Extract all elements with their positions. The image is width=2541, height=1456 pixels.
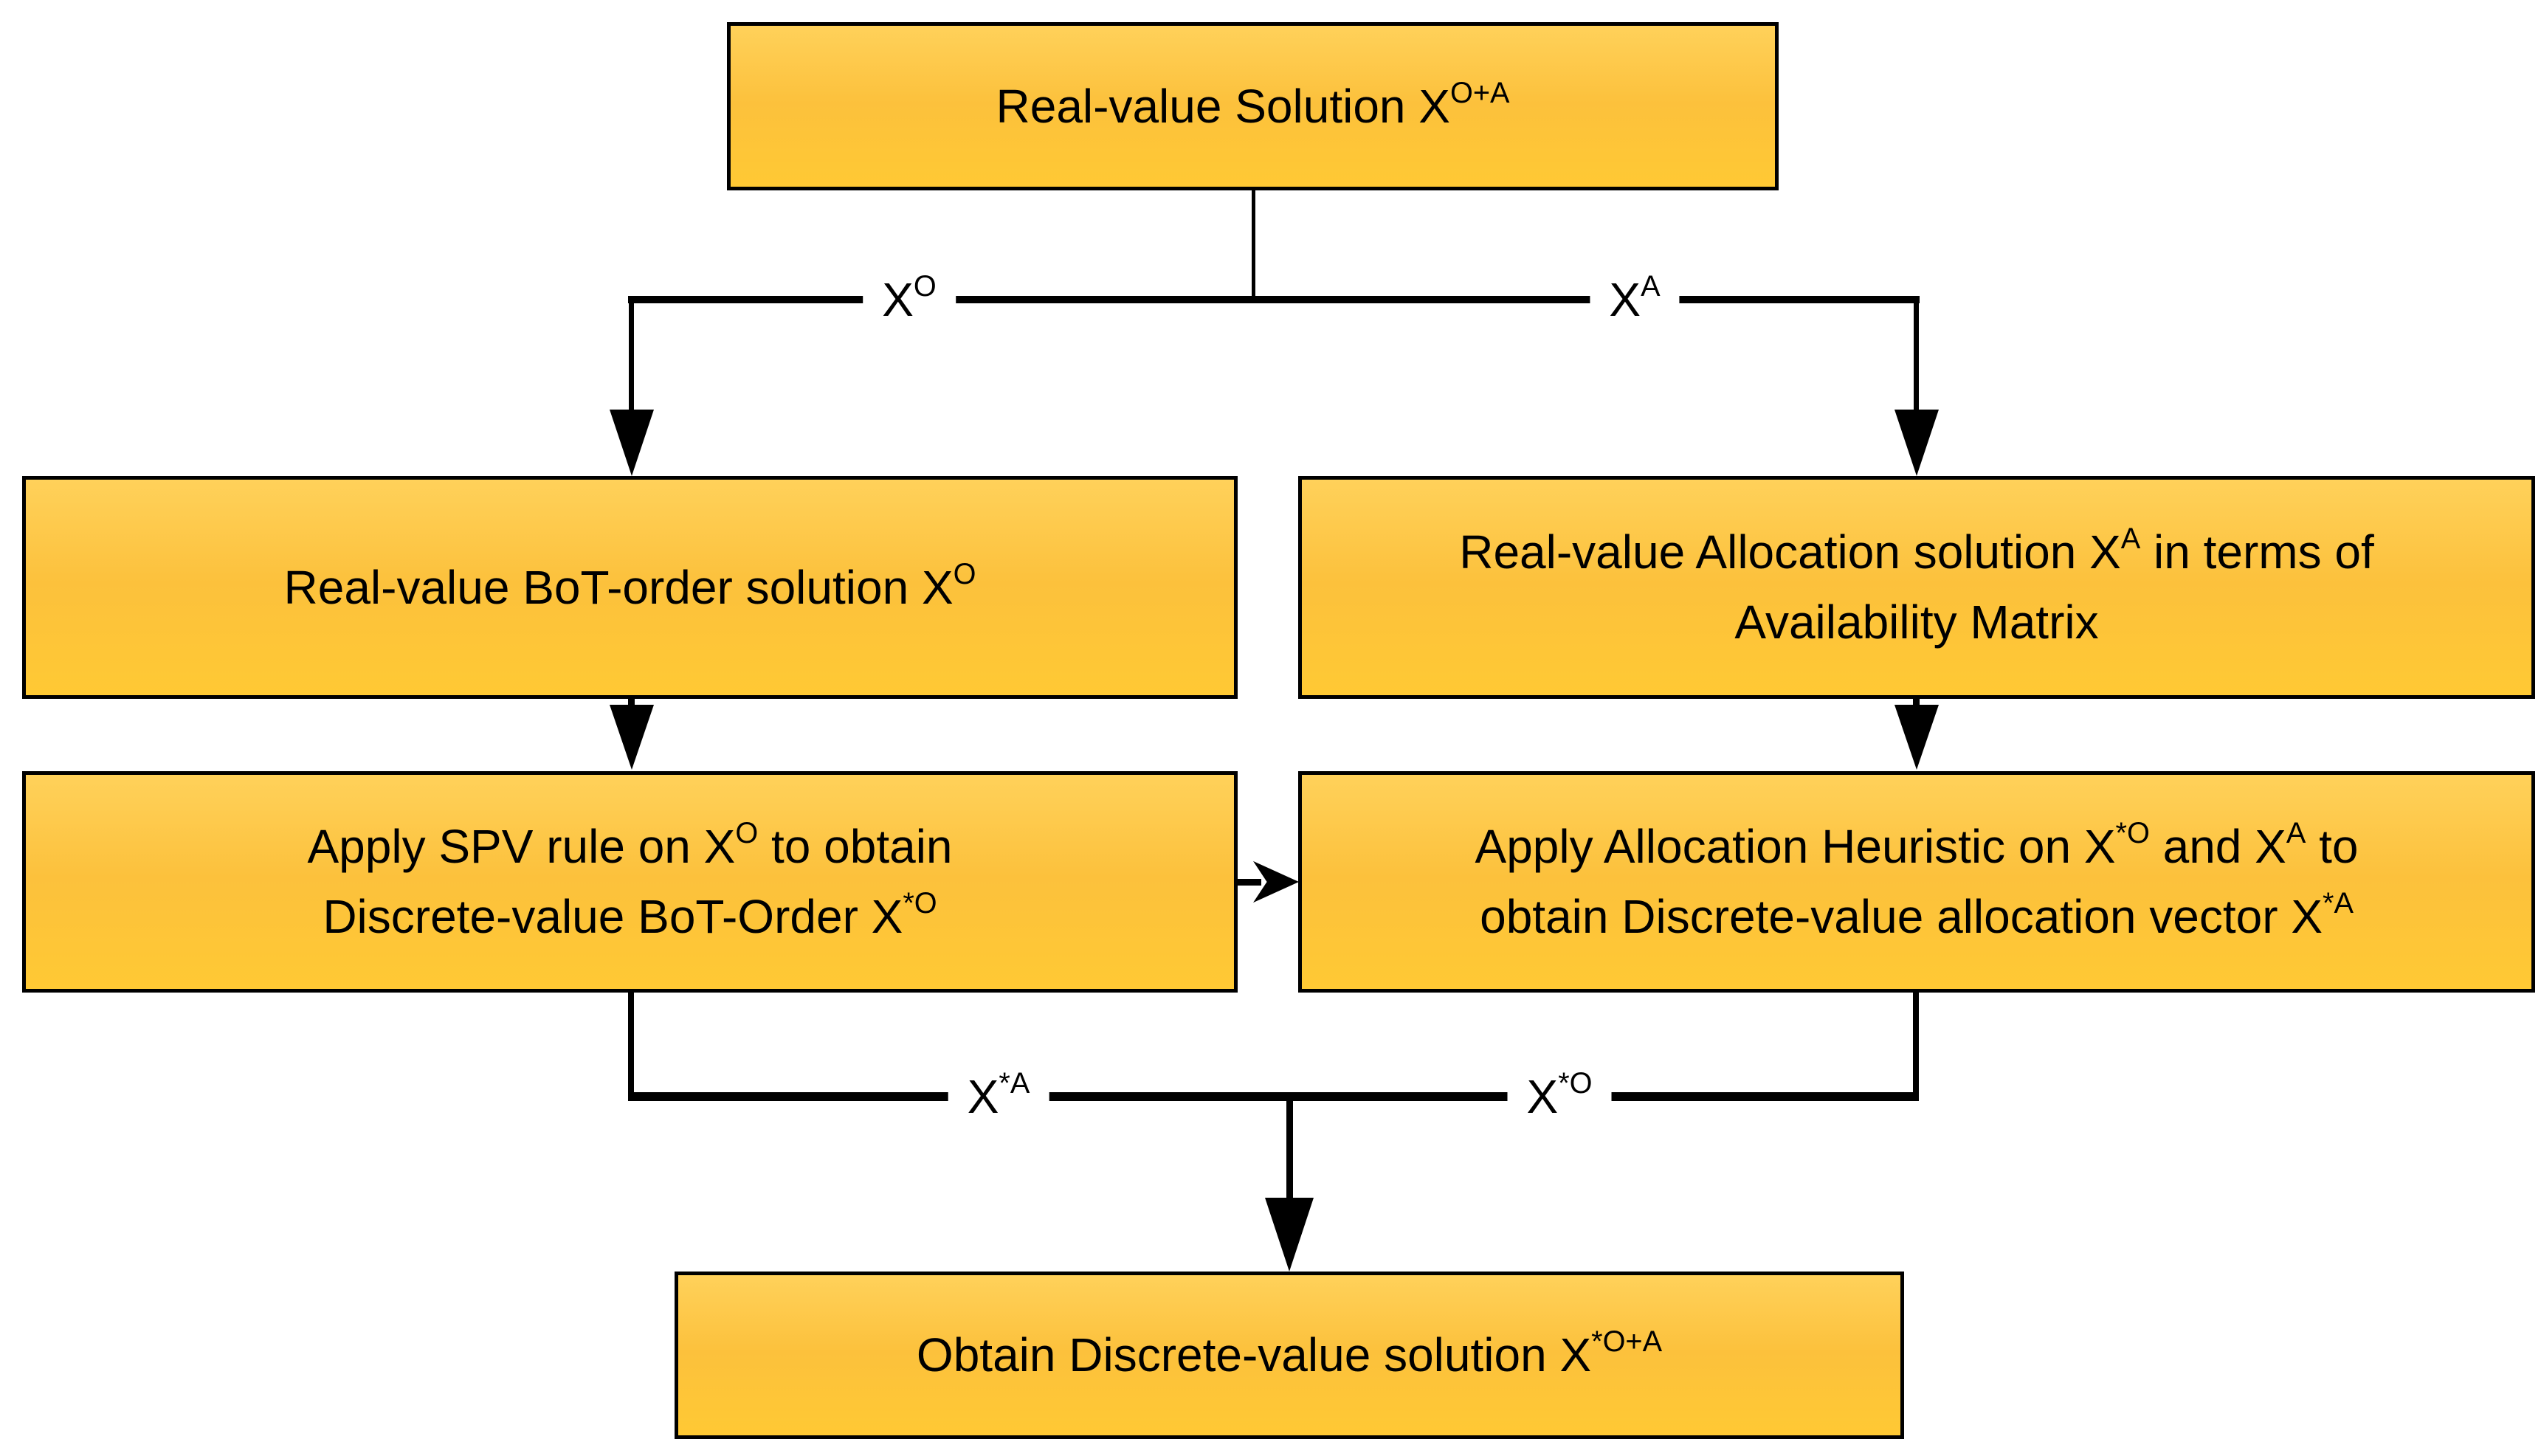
text-segment: Apply SPV rule on X [307,820,736,874]
edge-label-xa: XA [1590,269,1680,327]
connector-left-drop [629,296,634,413]
connector-left-row2-row3-stub [628,699,635,708]
node-real-value-bot-order: Real-value BoT-order solution XO [22,476,1238,699]
arrowhead-into-allocation-box [1894,410,1939,476]
text-segment: X [1609,273,1641,326]
node-apply-allocation-heuristic-text-line1: Apply Allocation Heuristic on X*O and XA… [1475,812,2359,882]
superscript: A [2286,817,2306,850]
connector-merge-horizontal [628,1092,1919,1101]
node-obtain-discrete-solution-text: Obtain Discrete-value solution X*O+A [917,1320,1662,1390]
connector-right-out-vertical [1913,993,1919,1096]
text-segment: in terms of [2140,525,2374,579]
node-real-value-allocation: Real-value Allocation solution XA in ter… [1298,476,2535,699]
superscript: O [953,557,976,590]
text-segment: Real-value Allocation solution X [1459,525,2121,579]
connector-top-vertical [1252,190,1255,297]
text-segment: Obtain Discrete-value solution X [916,1328,1592,1382]
text-segment: to obtain [758,820,953,874]
superscript: A [2120,522,2141,556]
text-segment: X [1526,1070,1559,1123]
connector-right-drop [1914,296,1919,413]
node-apply-allocation-heuristic: Apply Allocation Heuristic on X*O and XA… [1298,771,2535,993]
node-apply-spv-rule-text-line2: Discrete-value BoT-Order X*O [323,882,937,952]
superscript: *O [1558,1066,1593,1100]
node-apply-allocation-heuristic-text-line2: obtain Discrete-value allocation vector … [1480,882,2354,952]
node-real-value-allocation-text-line1: Real-value Allocation solution XA in ter… [1459,517,2374,587]
text-segment: Discrete-value BoT-Order X [323,890,903,943]
text-segment: obtain Discrete-value allocation vector … [1480,890,2323,943]
arrowhead-into-heuristic-box [1894,705,1939,770]
edge-label-xo: XO [863,272,956,327]
superscript: *A [2323,886,2354,920]
superscript: *O+A [1591,1325,1663,1359]
superscript: O [735,817,759,850]
arrowhead-into-spv-box [610,705,654,770]
text-segment: and X [2149,820,2286,874]
superscript: O+A [1449,76,1510,109]
arrowhead-into-final-box [1265,1198,1314,1272]
node-obtain-discrete-solution: Obtain Discrete-value solution X*O+A [675,1272,1904,1439]
node-real-value-bot-order-text: Real-value BoT-order solution XO [284,553,976,623]
node-real-value-solution-text: Real-value Solution XO+A [996,72,1510,142]
connector-mid-horizontal-tail [1238,879,1261,886]
text-segment: to [2306,820,2359,874]
superscript: *O [903,886,937,920]
text-segment: X [882,273,914,326]
superscript: *O [2115,817,2150,850]
connector-right-row2-row3-stub [1913,699,1920,708]
connector-center-bottom-vertical [1286,1100,1293,1200]
edge-label-xsa: X*A [948,1069,1049,1124]
superscript: *A [999,1066,1030,1100]
text-segment: X [967,1070,999,1123]
node-apply-spv-rule-text-line1: Apply SPV rule on XO to obtain [307,812,952,882]
edge-label-xso: X*O [1507,1066,1612,1124]
text-segment: Availability Matrix [1734,596,2099,649]
text-segment: Real-value Solution X [996,79,1450,133]
superscript: O [913,269,937,303]
node-apply-spv-rule: Apply SPV rule on XO to obtain Discrete-… [22,771,1238,993]
arrowhead-into-bot-order-box [610,410,654,476]
connector-branch-horizontal [628,296,1920,303]
node-real-value-allocation-text-line2: Availability Matrix [1734,587,2098,658]
text-segment: Apply Allocation Heuristic on X [1475,820,2116,874]
superscript: A [1641,269,1661,303]
text-segment: Real-value BoT-order solution X [283,560,954,614]
connector-left-out-vertical [628,993,634,1096]
node-real-value-solution: Real-value Solution XO+A [727,22,1779,190]
